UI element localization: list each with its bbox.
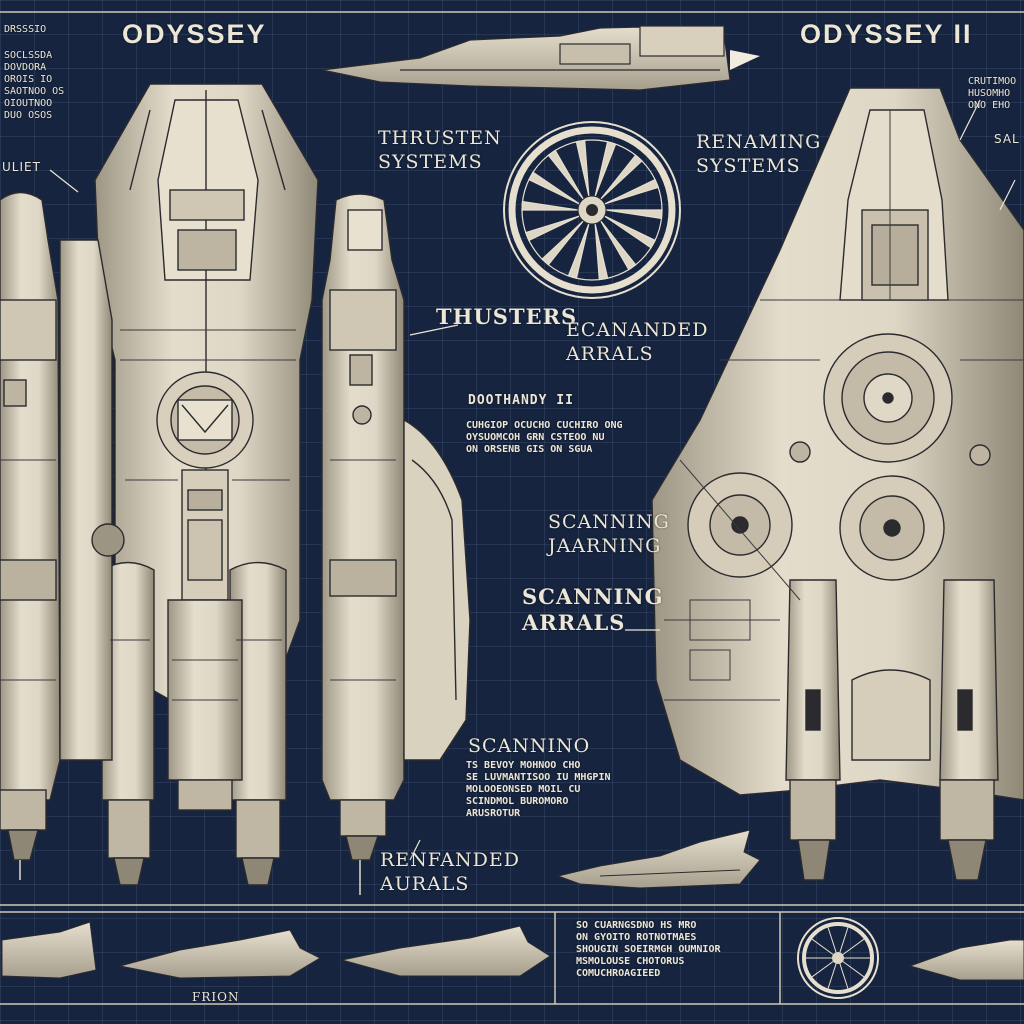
turbine-blade	[541, 220, 584, 266]
odyssey-side-view	[321, 25, 760, 91]
label-line: RENFANDED	[380, 849, 521, 871]
spec-line: MOLOOEONSED MOIL CU	[466, 784, 581, 795]
spec-block-2: TS BEVOY MOHNOO CHO SE LUVMANTISOO IU MH…	[466, 760, 611, 820]
spec-line: ARUSROTUR	[466, 808, 521, 819]
side-spec-line: DOVDORA	[4, 62, 47, 73]
corner-label-top-left: DRSSSIO	[4, 24, 47, 35]
odyssey-ship-topview	[0, 83, 471, 895]
mini-turbine-spoke	[811, 961, 834, 978]
label-line: SYSTEMS	[696, 155, 801, 177]
label-line: THRUSTEN	[378, 127, 502, 149]
label-left-edge: ULIET	[2, 160, 41, 174]
spec-line: SE LUVMANTISOO IU MHGPIN	[466, 772, 611, 783]
label-scanning-arrays: SCANNING ARRALS	[522, 584, 664, 636]
side-spec-line: SOCLSSDA	[4, 50, 53, 61]
side-spec-line: OIOUTNOO	[4, 98, 53, 109]
label-renaming-systems: RENAMING SYSTEMS	[696, 130, 821, 178]
small-jet-sideview	[556, 829, 761, 889]
turbine-wheel-diagram	[503, 121, 681, 299]
mini-turbine-spoke	[827, 927, 837, 953]
label-line: AURALS	[380, 873, 470, 895]
label-line: SCANNING	[522, 584, 664, 609]
mini-turbine-spoke	[827, 963, 837, 989]
side-spec-line: OROIS IO	[4, 74, 53, 85]
mini-turbine-spoke	[839, 963, 849, 989]
spec-line: ON GYOITO ROTNOTMAES	[576, 932, 697, 943]
spec-line: OYSUOMCOH GRN CSTEOO NU	[466, 432, 605, 443]
turbine-blade	[575, 139, 590, 197]
side-spec-line: DUO OSOS	[4, 110, 53, 121]
label-right-edge: SAL	[994, 132, 1020, 146]
label-line: SCANNING	[548, 511, 670, 533]
title-odyssey-ii: ODYSSEY II	[800, 19, 973, 49]
label-front: FRION	[192, 990, 240, 1004]
spec-line: SO CUARNGSDNO HS MRO	[576, 920, 697, 931]
spec-line: CUHGIOP OCUCHO CUCHIRO ONG	[466, 420, 623, 431]
label-scanning-jaarning: SCANNING JAARNING	[548, 510, 670, 558]
label-line: RENAMING	[696, 131, 822, 153]
side-spec-right: CRUTIMOO HUSOMHO ONO EHO	[968, 76, 1016, 112]
turbine-blade	[594, 223, 609, 281]
mini-turbine-spoke	[839, 927, 849, 953]
label-line: SYSTEMS	[378, 151, 483, 173]
turbine-blade	[521, 200, 579, 211]
mini-turbine-wheel	[797, 917, 879, 999]
frame-lines	[0, 11, 1024, 1005]
mini-turbine-spoke	[842, 961, 865, 978]
mini-turbine-spoke	[842, 938, 865, 955]
label-line: ARRALS	[566, 343, 654, 365]
label-thrusten-systems: THRUSTEN SYSTEMS	[378, 126, 502, 174]
spec-line: TS BEVOY MOHNOO CHO	[466, 760, 581, 771]
odyssey-ii-ship-topview	[651, 87, 1024, 881]
spec-block-3: SO CUARNGSDNO HS MRO ON GYOITO ROTNOTMAE…	[576, 920, 721, 980]
side-spec-line: SAOTNOO OS	[4, 86, 65, 97]
spec-line: ON ORSENB GIS ON SGUA	[466, 444, 593, 455]
title-odyssey: ODYSSEY	[122, 19, 267, 49]
spec-line: SCINDMOL BUROMORO	[466, 796, 569, 807]
label-line: JAARNING	[548, 535, 662, 557]
label-thrusters: THUSTERS	[436, 304, 578, 329]
label-line: ECANANDED	[566, 319, 709, 341]
label-line: ARRALS	[522, 610, 626, 635]
turbine-blade	[528, 171, 580, 205]
side-spec-line: HUSOMHO	[968, 88, 1011, 99]
bottom-reference-strip	[1, 921, 1024, 981]
side-spec-left: SOCLSSDA DOVDORA OROIS IO SAOTNOO OS OIO…	[4, 50, 64, 122]
turbine-blade	[594, 141, 617, 197]
label-renfanded-aurals: RENFANDED AURALS	[380, 848, 520, 896]
mini-turbine-spoke	[811, 938, 834, 955]
spec-line: SHOUGIN SOEIRMGH OUMNIOR	[576, 944, 721, 955]
turbine-blade	[605, 209, 663, 220]
side-spec-line: CRUTIMOO	[968, 76, 1017, 87]
spec-block-1: CUHGIOP OCUCHO CUCHIRO ONG OYSUOMCOH GRN…	[466, 420, 623, 456]
spec-line: COMUCHROAGIEED	[576, 968, 661, 979]
turbine-blade	[600, 154, 643, 200]
turbine-blade	[547, 149, 584, 200]
turbine-blade	[600, 220, 637, 271]
label-expanded-arrays: ECANANDED ARRALS	[566, 318, 708, 366]
callout-leader-lines	[49, 99, 1016, 861]
turbine-blade	[567, 223, 590, 279]
side-spec-line: ONO EHO	[968, 100, 1011, 111]
label-scanning-note: SCANNINO	[468, 735, 591, 757]
spec-heading: DOOTHANDY II	[468, 393, 574, 408]
spec-line: MSMOLOUSE CHOTORUS	[576, 956, 685, 967]
turbine-blade	[524, 215, 580, 242]
turbine-blade	[604, 178, 660, 205]
turbine-blade	[604, 215, 656, 249]
